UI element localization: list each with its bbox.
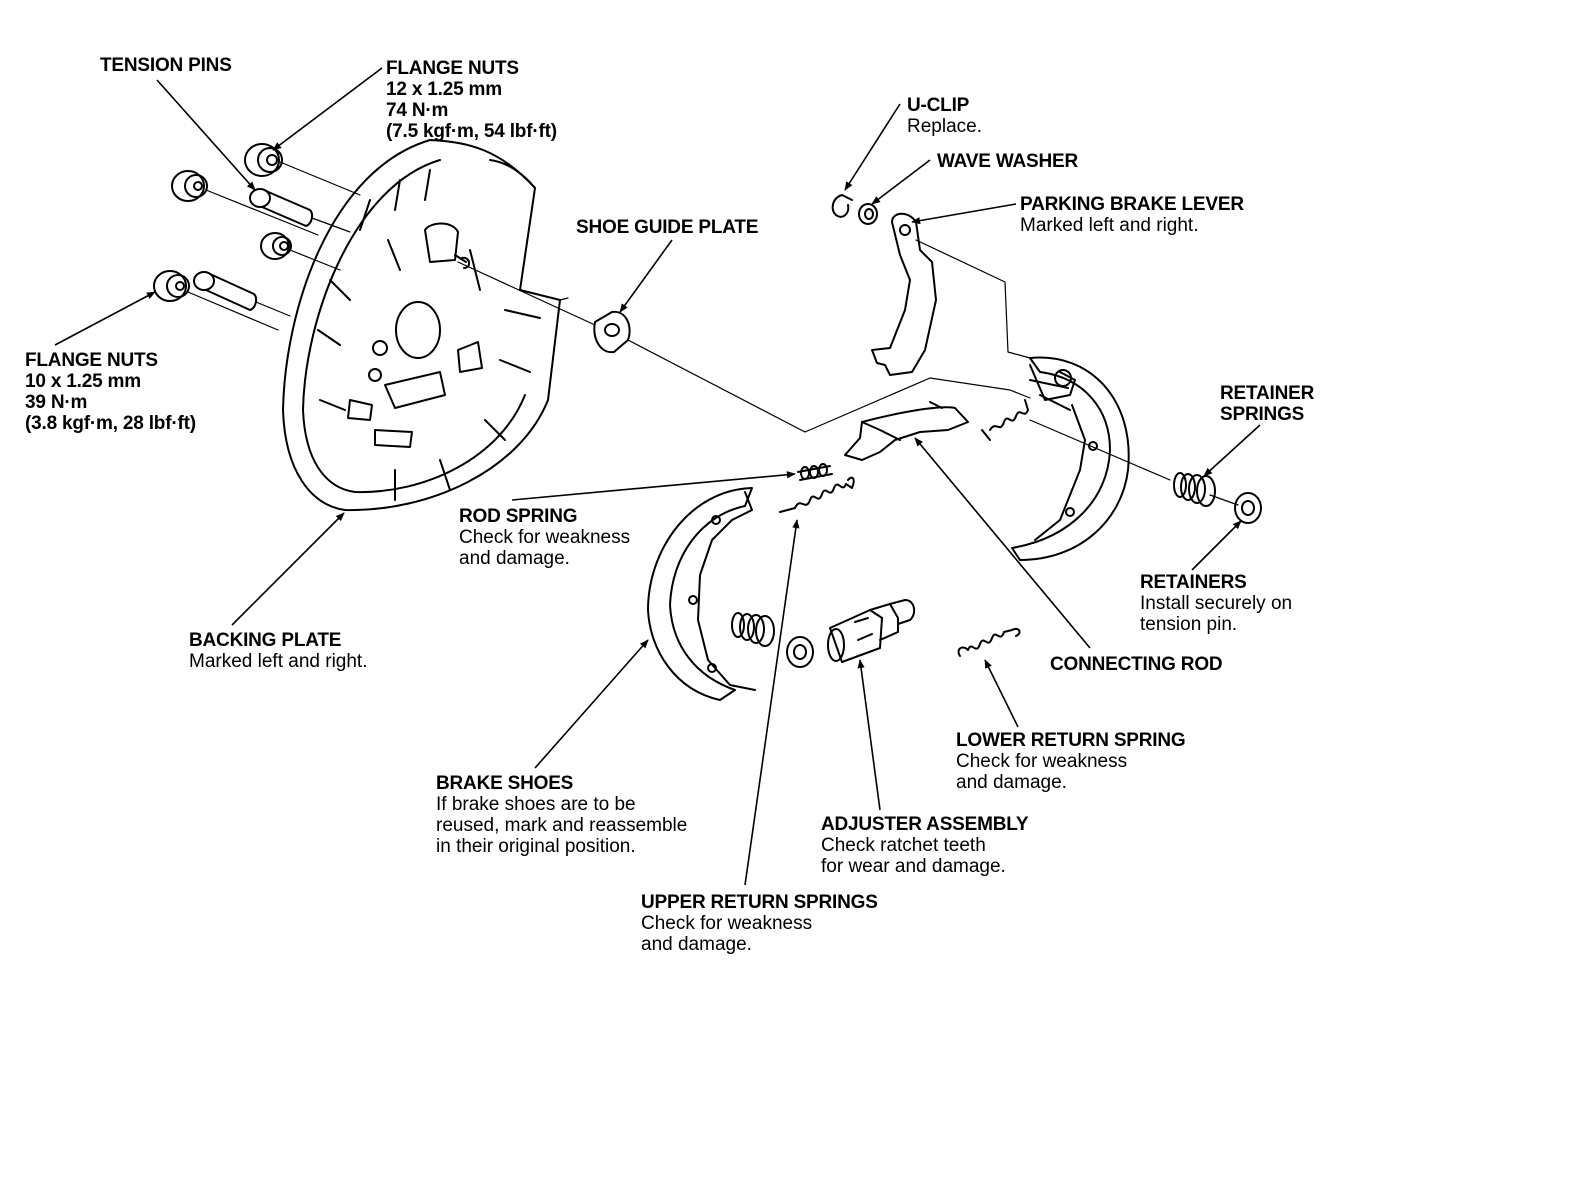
label-brake-shoes: BRAKE SHOES If brake shoes are to be reu…	[436, 773, 687, 857]
arrow-parking-brake-lever	[911, 203, 1017, 225]
label-title: RETAINERS	[1140, 572, 1247, 593]
label-line: 10 x 1.25 mm	[25, 371, 141, 392]
arrow-u-clip	[844, 103, 901, 191]
retainer-part	[1234, 492, 1262, 524]
retainer-spring-part	[1173, 472, 1216, 507]
arrow-flange-nuts-upper	[272, 67, 383, 151]
label-line: (7.5 kgf·m, 54 lbf·ft)	[386, 121, 557, 142]
label-title: PARKING BRAKE LEVER	[1020, 194, 1244, 215]
label-line: reused, mark and reassemble	[436, 815, 688, 836]
flange-nut-upper-2	[171, 170, 208, 202]
wave-washer-part	[858, 203, 878, 225]
arrow-shoe-guide-plate	[619, 239, 673, 313]
label-line: If brake shoes are to be	[436, 794, 636, 815]
arrow-brake-shoes	[534, 639, 649, 769]
shoe-guide-plate-part	[593, 310, 631, 354]
label-title: WAVE WASHER	[937, 151, 1079, 172]
label-wave-washer: WAVE WASHER	[937, 151, 1078, 172]
arrow-retainers	[1191, 520, 1242, 571]
label-line: 74 N·m	[386, 100, 449, 121]
label-line: and damage.	[641, 934, 752, 955]
label-retainer-springs: RETAINER SPRINGS	[1220, 383, 1314, 425]
flange-nut-lower	[153, 270, 190, 302]
label-title: FLANGE NUTS	[386, 58, 519, 79]
label-line: Replace.	[907, 116, 982, 137]
arrow-flange-nuts-lower	[54, 291, 156, 346]
brake-shoe-left	[647, 487, 756, 701]
label-title: TENSION PINS	[100, 55, 232, 76]
arrow-lower-return-spring	[984, 659, 1019, 728]
label-line: 39 N·m	[25, 392, 88, 413]
label-title: CONNECTING ROD	[1050, 654, 1223, 675]
label-line: Install securely on	[1140, 593, 1293, 614]
label-title: UPPER RETURN SPRINGS	[641, 892, 878, 913]
arrow-rod-spring	[511, 471, 796, 501]
label-tension-pins: TENSION PINS	[100, 55, 232, 76]
label-line: and damage.	[459, 548, 570, 569]
flange-nut-upper-1	[244, 143, 283, 177]
label-parking-brake-lever: PARKING BRAKE LEVER Marked left and righ…	[1020, 194, 1244, 236]
label-line: Check for weakness	[459, 527, 631, 548]
retainer-left	[786, 636, 814, 668]
adjuster-assembly-part	[827, 599, 916, 663]
label-line: for wear and damage.	[821, 856, 1006, 877]
arrow-upper-return-springs	[744, 519, 800, 886]
label-title-2: SPRINGS	[1220, 404, 1305, 425]
label-line: Marked left and right.	[189, 651, 368, 672]
label-title: FLANGE NUTS	[25, 350, 158, 371]
label-line: Check ratchet teeth	[821, 835, 986, 856]
rod-spring-part	[797, 463, 833, 481]
arrow-tension-pins	[156, 79, 256, 191]
label-title: ROD SPRING	[459, 506, 578, 527]
label-title: RETAINER	[1220, 383, 1315, 404]
arrow-backing-plate	[231, 512, 345, 626]
label-title: BACKING PLATE	[189, 630, 342, 651]
brake-shoe-right	[1011, 356, 1130, 561]
label-connecting-rod: CONNECTING ROD	[1050, 654, 1223, 675]
label-retainers: RETAINERS Install securely on tension pi…	[1140, 572, 1292, 635]
parking-brake-lever-part	[871, 212, 937, 376]
label-title: U-CLIP	[907, 95, 970, 116]
label-rod-spring: ROD SPRING Check for weakness and damage…	[459, 506, 630, 569]
arrow-adjuster-assembly	[857, 659, 881, 811]
label-title: ADJUSTER ASSEMBLY	[821, 814, 1029, 835]
backing-plate-part	[282, 139, 561, 512]
tension-pin-2	[193, 271, 258, 311]
label-title: SHOE GUIDE PLATE	[576, 217, 759, 238]
arrow-wave-washer	[871, 159, 931, 205]
lower-return-spring-part	[957, 627, 1021, 657]
label-flange-nuts-upper: FLANGE NUTS 12 x 1.25 mm 74 N·m (7.5 kgf…	[386, 58, 557, 142]
retainer-spring-left	[731, 612, 775, 647]
tension-pin-1	[249, 188, 314, 227]
label-line: tension pin.	[1140, 614, 1238, 635]
label-upper-return-springs: UPPER RETURN SPRINGS Check for weakness …	[641, 892, 878, 955]
label-line: and damage.	[956, 772, 1067, 793]
upper-return-spring-2	[981, 399, 1029, 441]
label-line: in their original position.	[436, 836, 636, 857]
label-line: Check for weakness	[956, 751, 1128, 772]
label-flange-nuts-lower: FLANGE NUTS 10 x 1.25 mm 39 N·m (3.8 kgf…	[25, 350, 196, 434]
label-line: 12 x 1.25 mm	[386, 79, 502, 100]
label-line: Marked left and right.	[1020, 215, 1199, 236]
label-line: (3.8 kgf·m, 28 lbf·ft)	[25, 413, 196, 434]
label-backing-plate: BACKING PLATE Marked left and right.	[189, 630, 367, 672]
connecting-rod-part	[844, 401, 969, 461]
u-clip-part	[831, 194, 853, 218]
label-lower-return-spring: LOWER RETURN SPRING Check for weakness a…	[956, 730, 1186, 793]
label-shoe-guide-plate: SHOE GUIDE PLATE	[576, 217, 758, 238]
label-title: BRAKE SHOES	[436, 773, 574, 794]
upper-return-spring-1	[779, 476, 855, 513]
label-u-clip: U-CLIP Replace.	[907, 95, 982, 137]
arrow-connecting-rod	[914, 437, 1091, 649]
flange-nut-upper-3	[260, 232, 292, 260]
label-title: LOWER RETURN SPRING	[956, 730, 1186, 751]
label-line: Check for weakness	[641, 913, 813, 934]
arrow-retainer-springs	[1203, 424, 1261, 477]
label-adjuster-assembly: ADJUSTER ASSEMBLY Check ratchet teeth fo…	[821, 814, 1029, 877]
